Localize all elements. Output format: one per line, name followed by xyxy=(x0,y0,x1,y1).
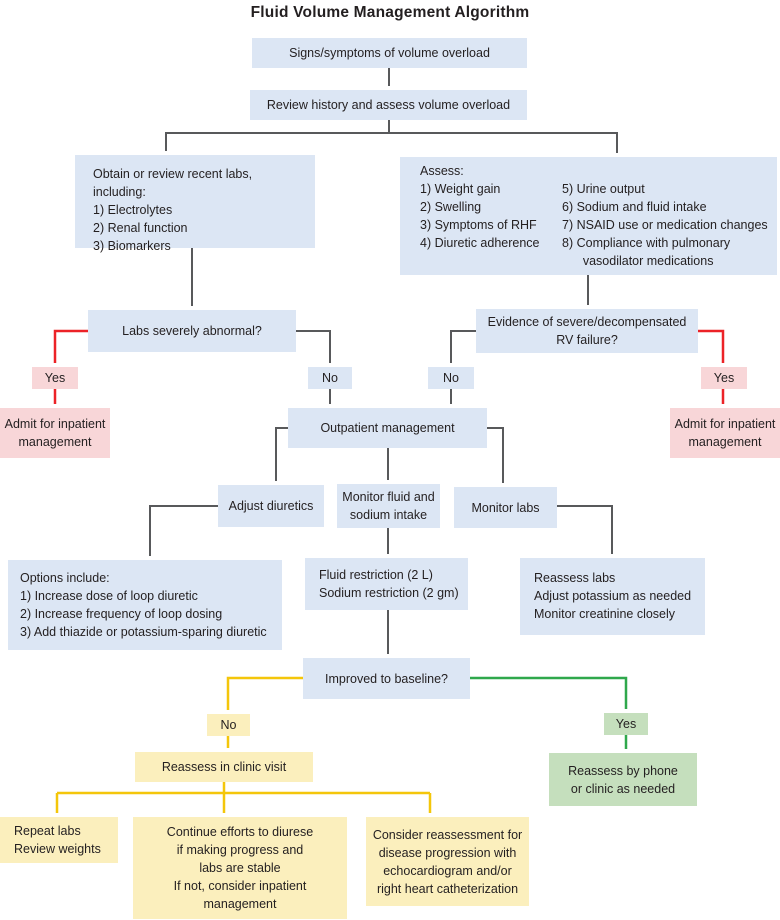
assess-column-2: 5) Urine output 6) Sodium and fluid inta… xyxy=(562,182,768,268)
node-repeat-labs: Repeat labs Review weights xyxy=(0,817,118,863)
node-admit-left: Admit for inpatient management xyxy=(0,408,110,458)
assess-column-1: 1) Weight gain 2) Swelling 3) Symptoms o… xyxy=(420,182,540,250)
node-reassess-labs: Reassess labs Adjust potassium as needed… xyxy=(520,558,705,635)
arrow-labsdec-to-no xyxy=(296,330,331,363)
node-improved-decision: Improved to baseline? xyxy=(303,658,470,699)
label-yes-left: Yes xyxy=(32,367,78,389)
arrow-monitorlabs-to-reassesslabs xyxy=(557,505,613,554)
arrow-outpatient-to-adjust xyxy=(275,427,288,481)
label-yes-right: Yes xyxy=(701,367,747,389)
arrow-to-obtain-labs xyxy=(165,132,389,151)
node-start: Signs/symptoms of volume overload xyxy=(252,38,527,68)
label-no-yellow: No xyxy=(207,714,250,736)
arrow-labsdec-to-yes xyxy=(53,329,88,363)
arrow-rvdec-to-no xyxy=(450,330,476,363)
arrow-improved-to-yes xyxy=(470,676,628,709)
node-labs-decision: Labs severely abnormal? xyxy=(88,310,296,352)
node-consider-reassessment: Consider reassessment for disease progre… xyxy=(366,817,529,906)
node-review-history: Review history and assess volume overloa… xyxy=(250,90,527,120)
node-reassess-phone: Reassess by phone or clinic as needed xyxy=(549,753,697,806)
green-connectors xyxy=(470,676,628,749)
node-reassess-clinic: Reassess in clinic visit xyxy=(135,752,313,782)
label-no-left: No xyxy=(308,367,352,389)
arrow-outpatient-to-monitorlabs xyxy=(487,427,504,483)
page-title: Fluid Volume Management Algorithm xyxy=(250,4,530,21)
node-assess: Assess: 1) Weight gain 2) Swelling 3) Sy… xyxy=(400,157,777,275)
node-monitor-fluid: Monitor fluid and sodium intake xyxy=(337,484,440,528)
node-monitor-labs: Monitor labs xyxy=(454,487,557,528)
arrow-improved-to-no xyxy=(226,676,303,710)
node-obtain-labs: Obtain or review recent labs, including:… xyxy=(75,155,315,253)
arrow-to-assess xyxy=(389,132,618,153)
label-no-right: No xyxy=(428,367,474,389)
node-continue-efforts: Continue efforts to diurese if making pr… xyxy=(133,817,347,919)
node-options: Options include: 1) Increase dose of loo… xyxy=(8,560,282,650)
assess-title: Assess: xyxy=(420,164,464,178)
arrow-adjust-to-options xyxy=(149,505,218,556)
node-adjust-diuretics: Adjust diuretics xyxy=(218,485,324,527)
arrow-rvdec-to-yes xyxy=(698,329,725,363)
label-yes-green: Yes xyxy=(604,713,648,735)
node-outpatient: Outpatient management xyxy=(288,408,487,448)
node-admit-right: Admit for inpatient management xyxy=(670,408,780,458)
node-restriction: Fluid restriction (2 L) Sodium restricti… xyxy=(305,558,468,610)
node-rv-decision: Evidence of severe/decompensated RV fail… xyxy=(476,309,698,353)
